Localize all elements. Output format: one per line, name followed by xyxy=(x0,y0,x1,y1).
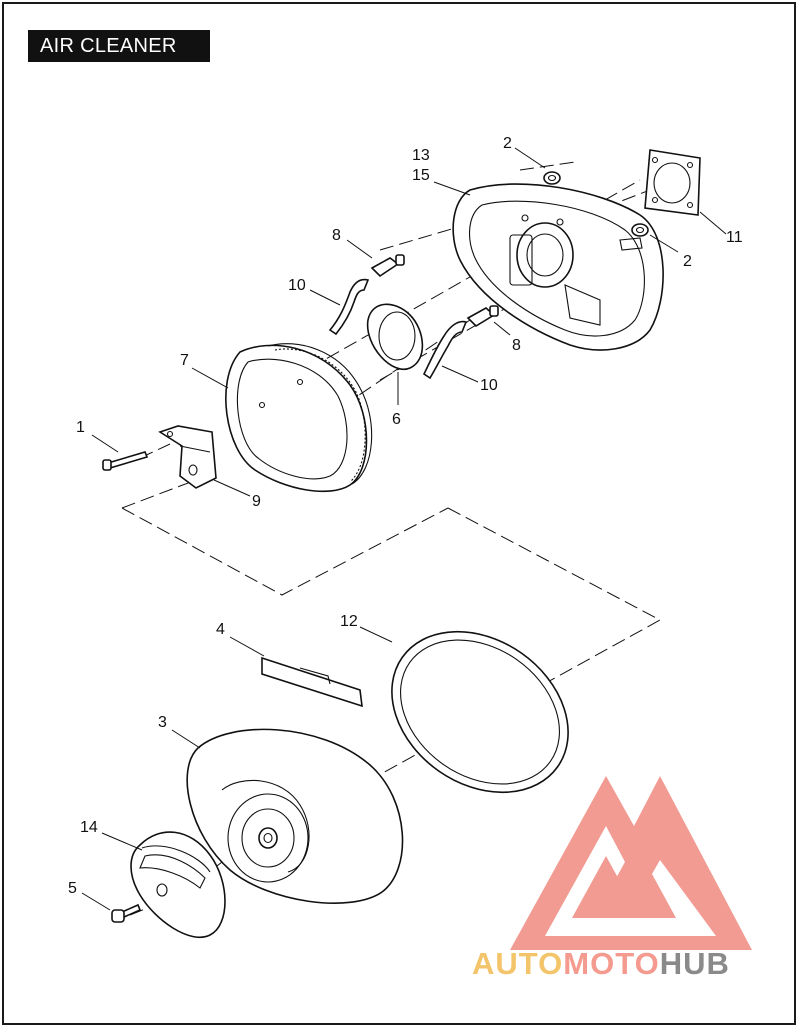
callout-3: 3 xyxy=(158,714,167,731)
washer-part-upper xyxy=(543,171,561,185)
backplate-part xyxy=(452,183,664,351)
callout-11: 11 xyxy=(726,229,743,246)
callout-8-upper: 8 xyxy=(332,227,341,244)
gasket-part xyxy=(644,149,701,216)
cover-part xyxy=(186,728,404,904)
callout-6: 6 xyxy=(392,411,401,428)
brand-part-auto: AUTO xyxy=(472,946,564,981)
callout-8-lower: 8 xyxy=(512,337,521,354)
callout-4: 4 xyxy=(216,621,225,638)
callout-9: 9 xyxy=(252,493,261,510)
filter-element-part xyxy=(225,343,373,493)
callout-7: 7 xyxy=(180,352,189,369)
callout-14: 14 xyxy=(80,819,98,836)
callout-15: 15 xyxy=(412,167,430,184)
screw-part-bracket xyxy=(102,451,149,471)
callout-1: 1 xyxy=(76,419,85,436)
watermark-logo-icon xyxy=(510,776,752,950)
medallion-part xyxy=(130,831,226,938)
breather-fitting-upper xyxy=(370,254,405,278)
seal-ring-part xyxy=(391,630,569,794)
filter-gasket-part xyxy=(366,303,424,371)
breather-fitting-lower xyxy=(466,305,499,328)
screw-part-medallion xyxy=(111,903,142,923)
breather-hose-lower xyxy=(422,320,468,380)
leader-lines xyxy=(81,147,727,911)
callout-labels: 1 2 2 3 4 5 6 7 8 8 9 10 10 11 12 13 14 … xyxy=(68,135,743,897)
diagram-title: AIR CLEANER xyxy=(28,30,210,62)
callout-10-lower: 10 xyxy=(480,377,498,394)
washer-part-lower xyxy=(631,223,649,237)
callout-10-upper: 10 xyxy=(288,277,306,294)
bracket-part xyxy=(158,425,217,489)
brand-part-moto: MOTO xyxy=(563,946,660,981)
watermark-brand-text: AUTOMOTOHUB xyxy=(472,946,730,982)
callout-2-lower: 2 xyxy=(683,253,692,270)
label-part xyxy=(261,656,363,708)
callout-5: 5 xyxy=(68,880,77,897)
callout-12: 12 xyxy=(340,613,358,630)
callout-13: 13 xyxy=(412,147,430,164)
breather-hose-upper xyxy=(328,278,370,336)
brand-part-hub: HUB xyxy=(659,946,730,981)
callout-2-upper: 2 xyxy=(503,135,512,152)
